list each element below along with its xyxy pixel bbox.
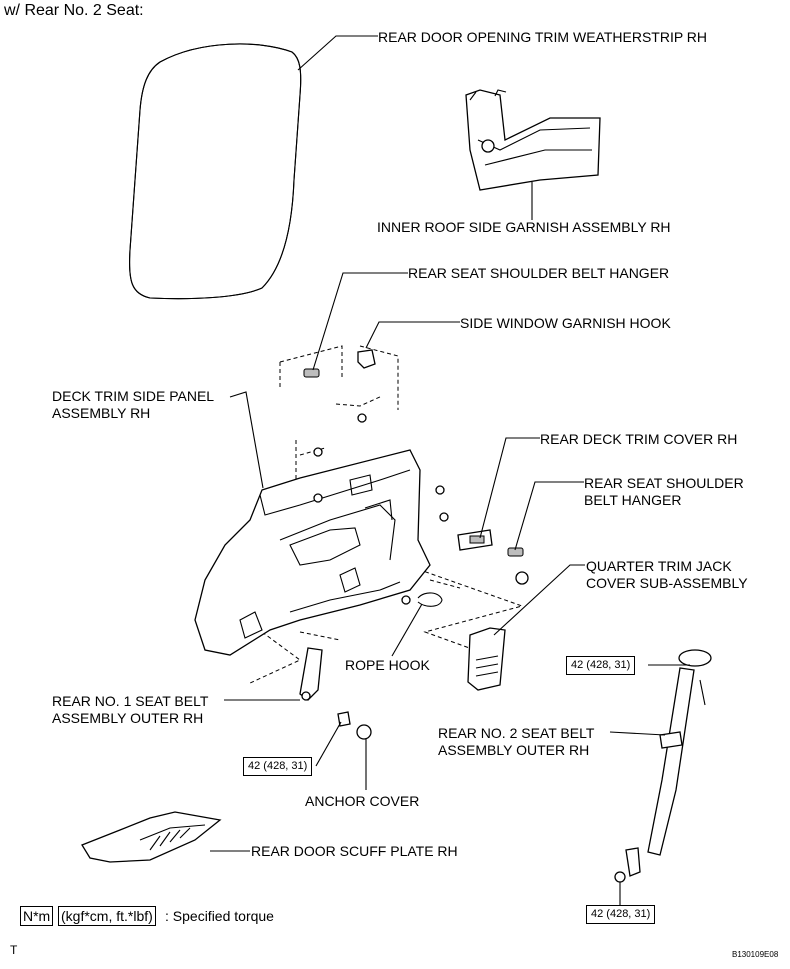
label-inner-roof-side-garnish: INNER ROOF SIDE GARNISH ASSEMBLY RH <box>377 219 671 235</box>
label-rear-no1-seat-belt-line2: ASSEMBLY OUTER RH <box>52 710 204 726</box>
rear-no1-seat-belt-part <box>299 647 323 701</box>
diagram-heading: w/ Rear No. 2 Seat: <box>4 2 144 19</box>
torque-left-anchor: 42 (428, 31) <box>243 757 313 776</box>
label-rear-door-opening-trim-weatherstrip: REAR DOOR OPENING TRIM WEATHERSTRIP RH <box>378 29 708 45</box>
label-rear-deck-trim-cover: REAR DECK TRIM COVER RH <box>540 431 738 447</box>
label-rear-seat-shoulder-belt-hanger-line1: REAR SEAT SHOULDER <box>584 475 744 491</box>
torque-right-lower: 42 (428, 31) <box>586 905 656 924</box>
label-deck-trim-side-panel-line1: DECK TRIM SIDE PANEL <box>52 388 215 404</box>
weatherstrip-part <box>128 43 302 300</box>
rear-door-scuff-plate-part <box>81 811 222 863</box>
leader-lines <box>210 35 690 908</box>
label-rear-door-scuff-plate: REAR DOOR SCUFF PLATE RH <box>251 843 458 859</box>
deck-trim-side-panel-part <box>194 449 431 656</box>
label-rear-seat-shoulder-belt-hanger-top: REAR SEAT SHOULDER BELT HANGER <box>408 265 670 281</box>
rear-no2-seat-belt-part <box>614 649 712 883</box>
label-rear-no2-seat-belt-line1: REAR NO. 2 SEAT BELT <box>438 725 595 741</box>
label-side-window-garnish-hook: SIDE WINDOW GARNISH HOOK <box>460 315 671 331</box>
shoulder-belt-hanger-top-part <box>303 368 320 378</box>
label-deck-trim-side-panel-line2: ASSEMBLY RH <box>52 405 151 421</box>
rope-hook-part <box>417 592 443 607</box>
label-rear-no1-seat-belt-line1: REAR NO. 1 SEAT BELT <box>52 693 209 709</box>
bolt-right-part <box>515 571 529 585</box>
legend-text: : Specified torque <box>165 908 274 924</box>
legend-unit-nm: N*m <box>20 906 54 926</box>
inner-roof-side-garnish-part <box>465 89 601 191</box>
label-rear-seat-shoulder-belt-hanger-line2: BELT HANGER <box>584 492 682 508</box>
quarter-trim-jack-cover-part <box>467 627 506 691</box>
torque-right-upper: 42 (428, 31) <box>566 656 636 675</box>
legend-unit-kgfcm: (kgf*cm, ft.*lbf) <box>58 906 156 926</box>
clip-bolts <box>313 413 449 522</box>
corner-mark: T <box>10 943 18 957</box>
label-rope-hook: ROPE HOOK <box>345 657 430 673</box>
rear-deck-trim-cover-part <box>457 529 493 551</box>
side-window-garnish-hook-part <box>357 349 376 369</box>
label-rear-no2-seat-belt-line2: ASSEMBLY OUTER RH <box>438 742 590 758</box>
anchor-cover-part <box>356 724 372 740</box>
figure-id: B130109E08 <box>732 950 779 959</box>
label-quarter-trim-jack-cover-line1: QUARTER TRIM JACK <box>586 558 732 574</box>
label-anchor-cover: ANCHOR COVER <box>305 793 420 809</box>
label-quarter-trim-jack-cover-line2: COVER SUB-ASSEMBLY <box>586 575 748 591</box>
